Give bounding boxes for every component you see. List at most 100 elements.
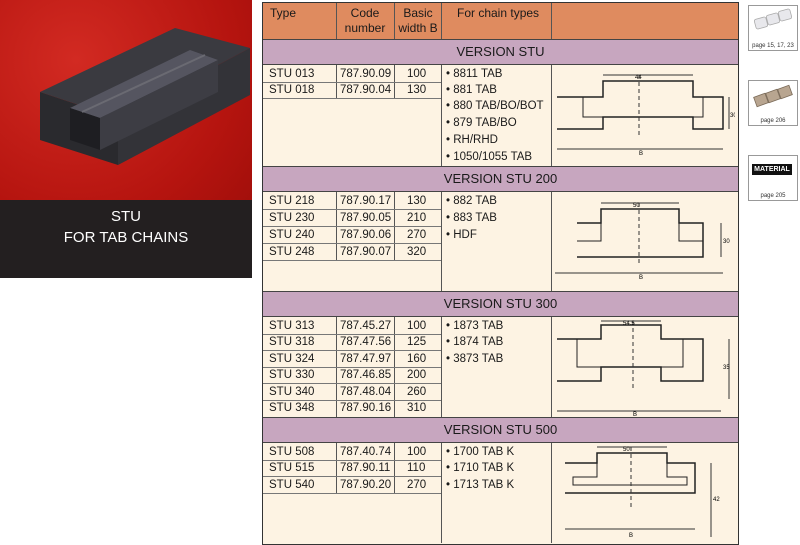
profile-drawing-stu200: 50 B 30 (555, 202, 730, 281)
header-chains: For chain types (457, 6, 540, 20)
table-row-width: 100 (407, 68, 427, 80)
chain-type-item: • 883 TAB (446, 212, 497, 224)
table-row-type: STU 240 (269, 229, 315, 241)
chain-type-item: • HDF (446, 229, 477, 241)
table-row-type: STU 218 (269, 195, 315, 207)
table-row-width: 320 (407, 246, 427, 258)
reference-tile-material[interactable]: MATERIAL page 205 (748, 155, 798, 201)
dim-side: 35 (723, 365, 730, 371)
table-row-type: STU 330 (269, 369, 315, 381)
table-row-width: 100 (407, 446, 427, 458)
table-row-width: 260 (407, 386, 427, 398)
table-row-type: STU 540 (269, 479, 315, 491)
table-row-code: 787.90.04 (340, 84, 392, 96)
table-row-code: 787.90.16 (340, 402, 392, 414)
header-type: Type (270, 6, 297, 20)
table-row-code: 787.90.05 (340, 212, 392, 224)
table-row-code: 787.45.27 (340, 320, 392, 332)
dim-top: 50 (623, 447, 630, 453)
table-row-type: STU 013 (269, 68, 315, 80)
section-title-stu300: VERSION STU 300 (263, 291, 738, 317)
wear-strip-icon (753, 84, 793, 108)
table-row-type: STU 248 (269, 246, 315, 258)
dim-bottom: B (629, 533, 633, 539)
chain-type-item: • 880 TAB/BO/BOT (446, 100, 544, 112)
table-row-width: 130 (407, 195, 427, 207)
reference-label: page 15, 17, 23 (752, 43, 794, 49)
table-row-code: 787.46.85 (340, 369, 392, 381)
stu-profile-image (40, 28, 250, 165)
dim-side: 30 (723, 239, 730, 245)
table-row-type: STU 313 (269, 320, 315, 332)
table-row-width: 100 (407, 320, 427, 332)
header-width: Basic width B (398, 6, 438, 35)
table-row-width: 130 (407, 84, 427, 96)
chain-type-item: • RH/RHD (446, 134, 498, 146)
section-title-stu500: VERSION STU 500 (263, 417, 738, 443)
dim-bottom: B (633, 412, 637, 417)
table-row-width: 160 (407, 353, 427, 365)
table-row-code: 787.90.07 (340, 246, 392, 258)
table-row-code: 787.90.11 (340, 462, 391, 474)
table-row-width: 270 (407, 229, 427, 241)
table-row-width: 125 (407, 336, 427, 348)
table-row-width: 210 (407, 212, 427, 224)
table-row-width: 270 (407, 479, 427, 491)
section-title-stu200: VERSION STU 200 (263, 166, 738, 192)
chain-icon (753, 8, 793, 30)
material-badge: MATERIAL (752, 164, 792, 175)
header-code: Code number (344, 6, 386, 35)
chain-type-item: • 1700 TAB K (446, 446, 515, 458)
chain-type-item: • 3873 TAB (446, 353, 504, 365)
profile-drawing-stu500: 50 B 42 (565, 446, 720, 539)
dim-bottom: B (639, 275, 643, 281)
reference-label: page 206 (760, 118, 786, 124)
table-row-type: STU 515 (269, 462, 315, 474)
table-row-type: STU 508 (269, 446, 315, 458)
chain-type-item: • 1713 TAB K (446, 479, 515, 491)
caption-line1: STU (111, 208, 141, 225)
table-row-type: STU 348 (269, 402, 315, 414)
table-row-code: 787.90.09 (340, 68, 392, 80)
table-row-code: 787.90.20 (340, 479, 392, 491)
chain-type-item: • 879 TAB/BO (446, 117, 517, 129)
chain-type-item: • 1873 TAB (446, 320, 504, 332)
dim-top: 54.5 (623, 321, 635, 327)
dim-bottom: B (639, 151, 643, 157)
section-title-stu: VERSION STU (263, 39, 738, 65)
reference-label: page 205 (760, 193, 786, 199)
table-row-type: STU 324 (269, 353, 315, 365)
profile-drawing-stu300: 54.5 B 35 (557, 320, 730, 417)
chain-type-item: • 8811 TAB (446, 68, 503, 80)
photo-caption: STU FOR TAB CHAINS (0, 200, 252, 278)
chain-type-item: • 1710 TAB K (446, 462, 515, 474)
chain-type-item: • 882 TAB (446, 195, 497, 207)
chain-type-item: • 881 TAB (446, 84, 497, 96)
table-row-code: 787.90.06 (340, 229, 392, 241)
caption-line2: FOR TAB CHAINS (63, 229, 189, 246)
table-row-code: 787.90.17 (340, 195, 392, 207)
reference-tile-wear-strips[interactable]: page 206 (748, 80, 798, 126)
table-row-width: 110 (407, 462, 426, 474)
table-row-width: 310 (407, 402, 427, 414)
table-row-type: STU 318 (269, 336, 315, 348)
product-photo (0, 0, 252, 200)
profile-drawing-stu: 44 B 30 (557, 74, 735, 157)
dim-side: 30 (730, 113, 735, 119)
table-row-code: 787.47.97 (340, 353, 392, 365)
dim-top: 44 (635, 75, 642, 81)
table-row-width: 200 (407, 369, 427, 381)
table-row-type: STU 018 (269, 84, 315, 96)
reference-tile-chains[interactable]: page 15, 17, 23 (748, 5, 798, 51)
table-row-code: 787.40.74 (340, 446, 392, 458)
table-row-type: STU 340 (269, 386, 315, 398)
chain-type-item: • 1874 TAB (446, 336, 504, 348)
table-row-code: 787.47.56 (340, 336, 392, 348)
table-row-code: 787.48.04 (340, 386, 392, 398)
table-row-type: STU 230 (269, 212, 315, 224)
dim-top: 50 (633, 203, 640, 209)
table-header: Type Code number Basic width B For chain… (263, 3, 738, 40)
product-table: Type Code number Basic width B For chain… (262, 2, 739, 545)
chain-type-item: • 1050/1055 TAB (446, 151, 533, 163)
dim-side: 42 (713, 497, 720, 503)
